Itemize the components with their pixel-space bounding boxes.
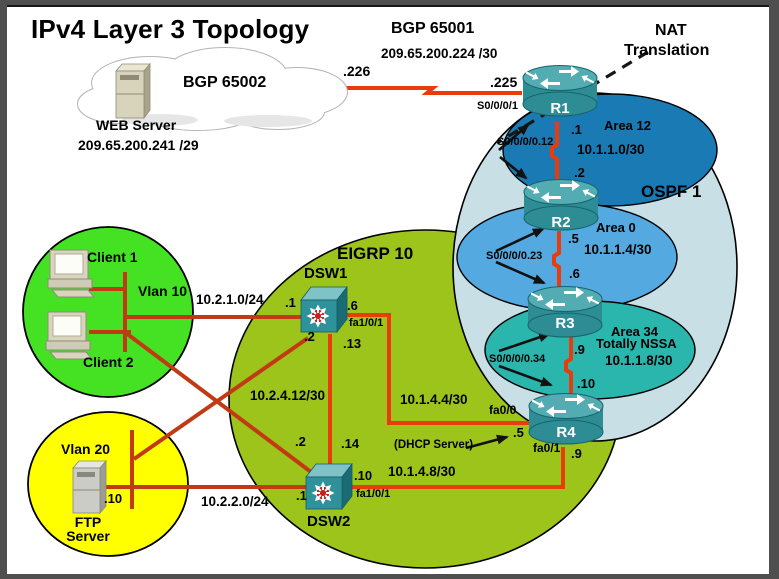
ftp-server-label-line2: Server <box>66 528 110 544</box>
s23-lower-arrow <box>495 260 546 285</box>
r4-fa00-ip: .5 <box>513 425 524 440</box>
dsw2-crosslink-ip: .14 <box>341 436 360 451</box>
r1-link-ip: .225 <box>490 74 518 90</box>
area12-ip-top: .1 <box>571 122 582 137</box>
nat-pointer-line <box>496 50 649 145</box>
routed-links <box>328 86 573 489</box>
wan-subnet-label: 209.65.200.224 /30 <box>381 46 498 61</box>
eigrp-label: EIGRP 10 <box>337 244 414 263</box>
dsw1-vlan20-ip: .2 <box>304 329 315 344</box>
diagram-title: IPv4 Layer 3 Topology <box>31 14 310 44</box>
area12-subinterface: S0/0/0/0.12 <box>497 136 554 148</box>
r1-r2-link <box>550 122 559 182</box>
router-label-r4: R4 <box>556 424 576 441</box>
area34-subnet: 10.1.1.8/30 <box>605 353 673 368</box>
nat-label-line2: Translation <box>624 42 710 59</box>
switch-icon-dsw2 <box>305 462 353 511</box>
dsw2-uplink-interface: fa1/0/1 <box>356 488 391 500</box>
nat-label-line1: NAT <box>655 22 687 39</box>
area0-subnet: 10.1.1.4/30 <box>584 242 652 257</box>
r4-fa01-ip: .9 <box>571 446 582 461</box>
dsw2-vlan20-ip: .1 <box>296 488 307 503</box>
client2-icon <box>45 311 94 360</box>
area0-subinterface: S0/0/0/0.23 <box>486 250 543 262</box>
router-label-r1: R1 <box>550 100 570 117</box>
dsw1-crosslink-ip: .13 <box>343 336 362 351</box>
ospf-label: OSPF 1 <box>641 182 702 201</box>
dhcp-arrow <box>465 434 509 450</box>
s12-lower-arrow <box>499 155 528 180</box>
vlan20-dsw1-link <box>132 336 310 461</box>
router-icon-r1 <box>522 65 598 117</box>
switch-label-dsw2: DSW2 <box>307 513 351 530</box>
dsw1-vlan10-ip: .1 <box>285 295 296 310</box>
router-label-r2: R2 <box>551 214 571 231</box>
dsw2-vlan10-ip: .2 <box>295 434 306 449</box>
bgp65002-label: BGP 65002 <box>183 74 267 91</box>
router-icon-r2 <box>523 179 599 231</box>
web-server-label: WEB Server <box>96 117 177 133</box>
s23-upper-arrow <box>495 227 545 253</box>
client1-label: Client 1 <box>87 249 138 265</box>
r4-fa00-subnet: 10.1.4.4/30 <box>400 392 468 407</box>
r2-r3-link <box>552 231 561 290</box>
dsw1-r4-link <box>346 313 550 425</box>
wan-link <box>345 86 522 95</box>
dsw1-uplink-ip: .6 <box>347 298 358 313</box>
ftp-server-label-line1: FTP <box>74 514 102 530</box>
vlan20-subnet: 10.2.2.0/24 <box>201 494 269 509</box>
vlan10-subnet: 10.2.1.0/24 <box>196 292 264 307</box>
s12-upper-arrow <box>498 123 530 151</box>
dsw1-uplink-interface: fa1/0/1 <box>349 317 384 329</box>
area34-subinterface: S0/0/0/0.34 <box>489 353 546 365</box>
area12-subnet: 10.1.1.0/30 <box>577 142 645 157</box>
area34-label: Area 34 <box>611 324 658 339</box>
switch-label-dsw1: DSW1 <box>304 265 348 282</box>
r3-r4-link <box>564 336 573 396</box>
s34-upper-arrow <box>498 332 551 353</box>
r4-fa00-interface: fa0/0 <box>489 403 517 417</box>
client2-label: Client 2 <box>83 354 134 370</box>
router-icon-r3 <box>527 286 603 338</box>
cloud-link-ip: .226 <box>343 63 371 79</box>
callout-arrows <box>465 123 553 450</box>
area0-ip-top: .5 <box>568 231 579 246</box>
dsw2-uplink-ip: .10 <box>354 468 373 483</box>
switch-icon-dsw1 <box>300 285 348 334</box>
dhcp-server-note: (DHCP Server) <box>394 439 474 451</box>
area34-ip-bottom: .10 <box>577 376 596 391</box>
area0-label: Area 0 <box>596 220 636 235</box>
area12-label: Area 12 <box>604 118 651 133</box>
s34-lower-arrow <box>498 364 553 387</box>
web-server-icon <box>115 62 151 120</box>
r4-fa01-interface: fa0/1 <box>533 441 561 455</box>
web-server-ip: 209.65.200.241 /29 <box>78 137 199 153</box>
bgp65001-label: BGP 65001 <box>391 20 475 37</box>
area0-ip-bottom: .6 <box>569 266 580 281</box>
dsw2-r4-link <box>350 447 565 489</box>
area34-label2: Totally NSSA <box>596 336 677 351</box>
ftp-server-icon <box>72 459 107 515</box>
r1-wan-interface: S0/0/0/1 <box>477 100 518 112</box>
area12-ip-bottom: .2 <box>574 165 585 180</box>
router-label-r3: R3 <box>555 315 575 332</box>
area34-ip-top: .9 <box>574 342 585 357</box>
r4-fa01-subnet: 10.1.4.8/30 <box>388 464 456 479</box>
crosslink-subnet: 10.2.4.12/30 <box>250 388 326 403</box>
router-icon-r4 <box>528 393 604 445</box>
vlan10-dsw2-link <box>124 331 317 477</box>
ftp-server-ip: .10 <box>104 491 123 506</box>
client1-icon <box>47 249 96 298</box>
vlan20-label: Vlan 20 <box>61 441 111 457</box>
vlan10-label: Vlan 10 <box>138 283 188 299</box>
lan-links <box>89 272 317 509</box>
